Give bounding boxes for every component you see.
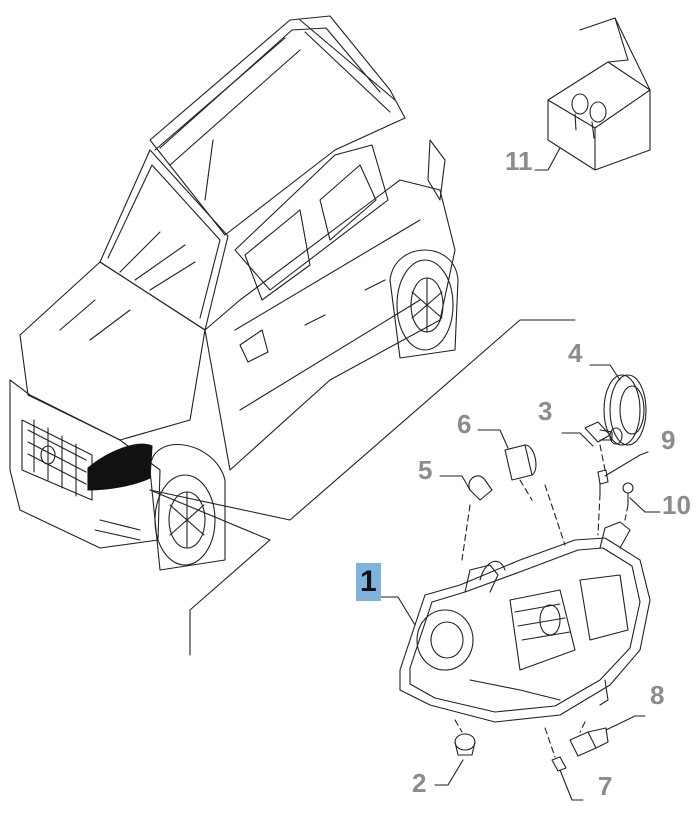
part-10-screw bbox=[622, 482, 634, 506]
callout-3[interactable]: 3 bbox=[538, 396, 553, 426]
detail-leader-lines bbox=[149, 319, 576, 656]
part-2-grommet bbox=[454, 733, 476, 756]
callout-8[interactable]: 8 bbox=[650, 680, 665, 710]
part-4-cover-cap bbox=[603, 374, 647, 446]
callout-5[interactable]: 5 bbox=[418, 455, 433, 485]
part-8-bulb bbox=[569, 727, 609, 757]
callout-7[interactable]: 7 bbox=[598, 771, 613, 801]
part-11-bulb-kit-box bbox=[547, 17, 651, 171]
callout-10[interactable]: 10 bbox=[662, 490, 691, 520]
callout-1[interactable]: 1 bbox=[356, 563, 381, 601]
callout-6[interactable]: 6 bbox=[457, 409, 472, 439]
part-9-screw bbox=[597, 469, 609, 495]
part-5-bulb bbox=[468, 475, 493, 501]
assembly-lines bbox=[454, 444, 629, 758]
callout-2[interactable]: 2 bbox=[412, 768, 427, 798]
callout-11[interactable]: 11 bbox=[505, 146, 533, 176]
callout-9[interactable]: 9 bbox=[661, 425, 676, 455]
part-7-bulb bbox=[551, 756, 567, 772]
headlamp-assembly bbox=[399, 521, 651, 723]
part-6-socket bbox=[504, 444, 537, 481]
callout-leaders bbox=[377, 147, 661, 801]
callout-4[interactable]: 4 bbox=[568, 338, 583, 368]
vehicle-outline bbox=[9, 15, 459, 571]
part-3-bulb bbox=[584, 421, 623, 445]
